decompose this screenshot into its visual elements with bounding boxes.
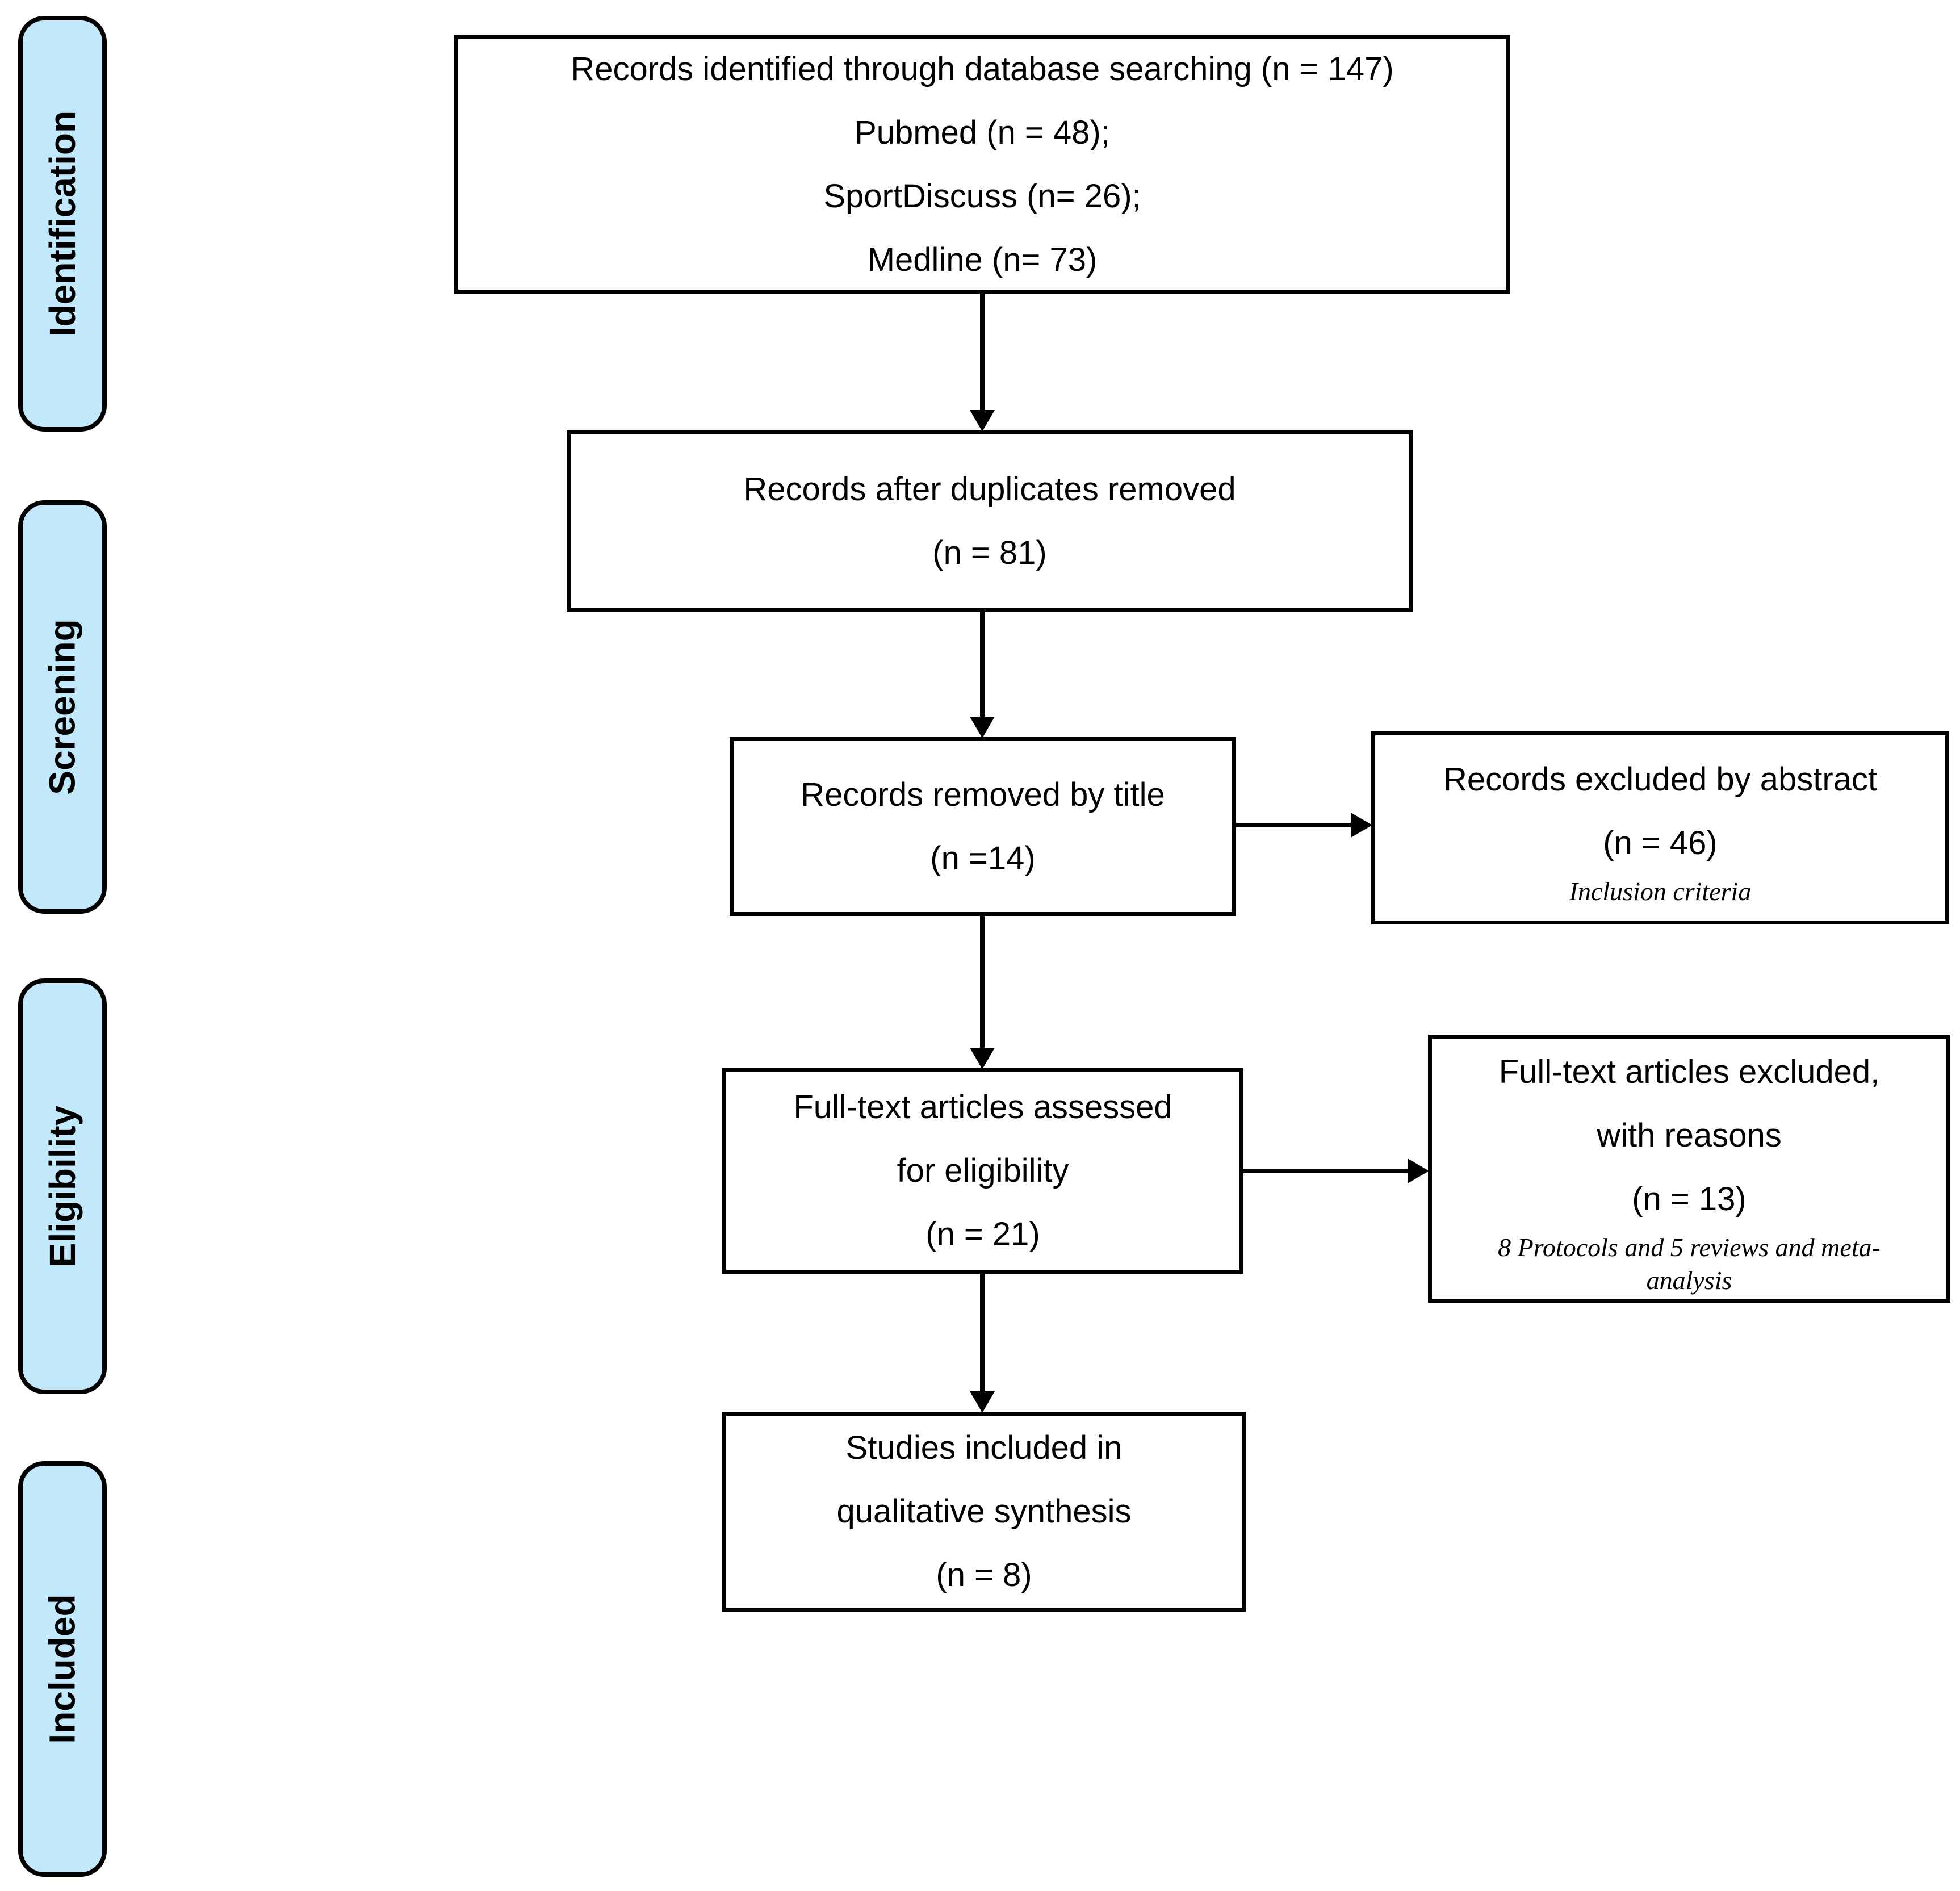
stage-box-included: Included (18, 1461, 107, 1877)
box-line: Records identified through database sear… (571, 50, 1394, 87)
box-duplicates-removed: Records after duplicates removed (n = 81… (567, 430, 1413, 612)
arrow-title-to-fulltext (980, 916, 985, 1050)
arrow-duplicates-to-title (980, 612, 985, 720)
box-line: for eligibility (897, 1152, 1069, 1189)
box-line: Studies included in (845, 1429, 1123, 1466)
arrow-title-to-abstract-excluded (1236, 823, 1353, 827)
box-line: SportDiscuss (n= 26); (823, 177, 1141, 215)
box-line: Records removed by title (801, 776, 1165, 813)
stage-label-included: Included (42, 1594, 83, 1744)
box-studies-included: Studies included in qualitative synthesi… (722, 1412, 1246, 1612)
box-note: 8 Protocols and 5 reviews and meta-analy… (1498, 1233, 1881, 1295)
box-line: (n = 21) (925, 1216, 1040, 1253)
box-line: Full-text articles excluded, (1498, 1053, 1880, 1090)
box-fulltext-excluded: Full-text articles excluded, with reason… (1428, 1035, 1950, 1303)
box-line: (n =14) (930, 839, 1036, 877)
box-records-removed-by-title: Records removed by title (n =14) (730, 737, 1236, 916)
box-note: Inclusion criteria (1569, 877, 1752, 906)
arrowhead-down-icon (970, 1048, 995, 1069)
arrowhead-down-icon (970, 1391, 995, 1413)
arrow-identified-to-duplicates (980, 294, 985, 413)
box-line: Full-text articles assessed (793, 1089, 1172, 1126)
box-records-excluded-by-abstract: Records excluded by abstract (n = 46) In… (1371, 731, 1949, 924)
stage-label-eligibility: Eligibility (42, 1105, 83, 1267)
box-line: with reasons (1597, 1117, 1782, 1154)
box-records-identified: Records identified through database sear… (454, 35, 1510, 294)
stage-box-identification: Identification (18, 16, 107, 432)
box-line: Records after duplicates removed (743, 471, 1236, 508)
box-line: (n = 8) (936, 1557, 1032, 1593)
stage-box-eligibility: Eligibility (18, 978, 107, 1394)
arrowhead-right-icon (1351, 813, 1372, 838)
box-fulltext-assessed: Full-text articles assessed for eligibil… (722, 1068, 1243, 1274)
box-line: Medline (n= 73) (867, 241, 1098, 278)
arrow-fulltext-to-excluded (1243, 1169, 1410, 1173)
stage-box-screening: Screening (18, 500, 107, 914)
box-line: (n = 46) (1603, 825, 1718, 861)
arrowhead-down-icon (970, 410, 995, 432)
arrow-fulltext-to-included (980, 1274, 985, 1394)
arrowhead-down-icon (970, 717, 995, 738)
stage-label-identification: Identification (42, 110, 83, 337)
box-line: (n = 81) (932, 534, 1047, 571)
box-line: (n = 13) (1632, 1181, 1747, 1218)
box-line: Pubmed (n = 48); (855, 114, 1110, 151)
box-line: Records excluded by abstract (1443, 761, 1878, 798)
stage-label-screening: Screening (42, 619, 83, 795)
arrowhead-right-icon (1408, 1158, 1429, 1183)
box-line: qualitative synthesis (836, 1493, 1132, 1530)
